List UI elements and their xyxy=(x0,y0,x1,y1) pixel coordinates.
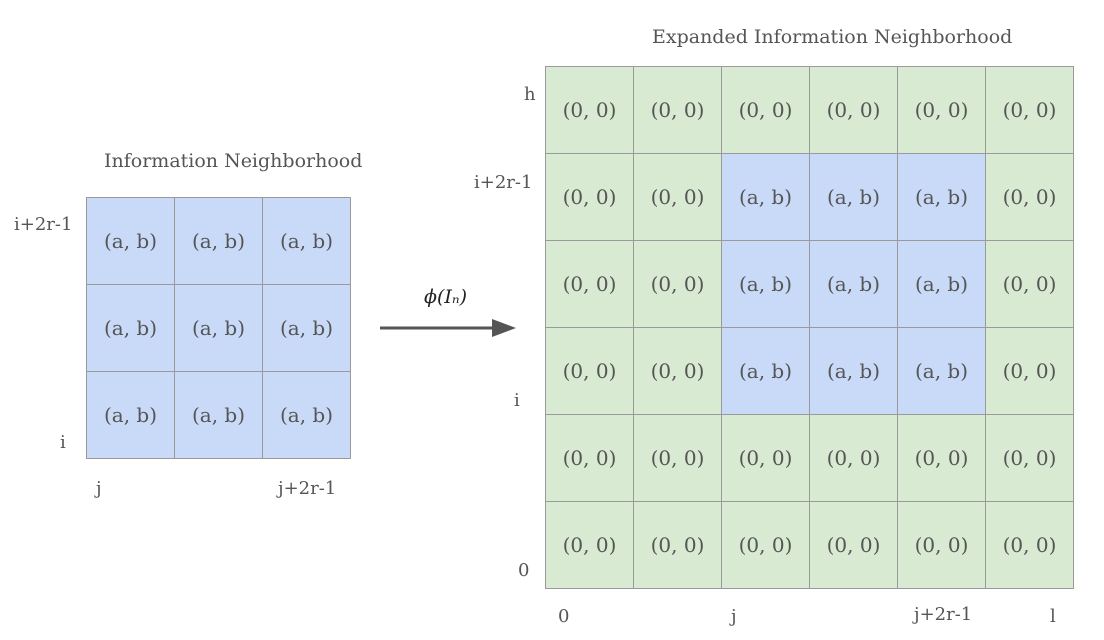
right-cell: (0, 0) xyxy=(986,415,1074,502)
left-cell: (a, b) xyxy=(87,372,175,459)
right-row-label-i: i xyxy=(514,390,520,411)
right-col-label-j: j xyxy=(731,606,737,627)
right-col-label-j-end: j+2r-1 xyxy=(914,604,973,625)
right-cell: (0, 0) xyxy=(546,241,634,328)
right-cell: (a, b) xyxy=(810,241,898,328)
right-cell: (0, 0) xyxy=(546,67,634,154)
right-cell: (0, 0) xyxy=(898,502,986,589)
left-cell: (a, b) xyxy=(263,285,351,372)
right-cell: (0, 0) xyxy=(986,67,1074,154)
right-cell: (0, 0) xyxy=(810,502,898,589)
information-neighborhood-grid: (a, b)(a, b)(a, b)(a, b)(a, b)(a, b)(a, … xyxy=(86,197,351,459)
right-cell: (0, 0) xyxy=(810,67,898,154)
right-cell: (0, 0) xyxy=(634,415,722,502)
right-cell: (0, 0) xyxy=(722,67,810,154)
left-cell: (a, b) xyxy=(263,198,351,285)
right-cell: (0, 0) xyxy=(722,502,810,589)
left-cell: (a, b) xyxy=(87,285,175,372)
left-cell: (a, b) xyxy=(87,198,175,285)
left-cell: (a, b) xyxy=(263,372,351,459)
right-title: Expanded Information Neighborhood xyxy=(652,26,1013,48)
right-cell: (a, b) xyxy=(722,241,810,328)
right-cell: (0, 0) xyxy=(810,415,898,502)
right-cell: (a, b) xyxy=(898,241,986,328)
right-cell: (0, 0) xyxy=(986,154,1074,241)
left-row-label-top: i+2r-1 xyxy=(14,214,73,235)
right-cell: (0, 0) xyxy=(546,502,634,589)
right-row-label-zero: 0 xyxy=(518,560,530,581)
left-cell: (a, b) xyxy=(175,198,263,285)
left-row-label-bottom: i xyxy=(60,432,66,453)
left-cell: (a, b) xyxy=(175,285,263,372)
right-cell: (0, 0) xyxy=(986,502,1074,589)
left-col-label-right: j+2r-1 xyxy=(278,478,337,499)
expanded-neighborhood-grid: (0, 0)(0, 0)(0, 0)(0, 0)(0, 0)(0, 0)(0, … xyxy=(545,66,1074,589)
right-cell: (0, 0) xyxy=(634,241,722,328)
transform-arrow xyxy=(380,319,516,337)
right-cell: (a, b) xyxy=(810,328,898,415)
right-col-label-zero: 0 xyxy=(558,606,570,627)
right-cell: (0, 0) xyxy=(986,328,1074,415)
right-cell: (a, b) xyxy=(722,154,810,241)
phi-label: ϕ(Iₙ) xyxy=(424,286,467,308)
right-row-label-top: i+2r-1 xyxy=(474,172,533,193)
left-col-label-left: j xyxy=(96,478,102,499)
right-cell: (0, 0) xyxy=(546,415,634,502)
right-cell: (0, 0) xyxy=(634,67,722,154)
right-cell: (a, b) xyxy=(810,154,898,241)
right-cell: (0, 0) xyxy=(634,154,722,241)
right-row-label-h: h xyxy=(524,84,536,105)
right-cell: (0, 0) xyxy=(634,328,722,415)
right-cell: (a, b) xyxy=(898,328,986,415)
right-col-label-l: l xyxy=(1050,606,1056,627)
right-cell: (0, 0) xyxy=(722,415,810,502)
right-cell: (0, 0) xyxy=(898,415,986,502)
right-cell: (0, 0) xyxy=(546,154,634,241)
right-cell: (0, 0) xyxy=(546,328,634,415)
right-cell: (0, 0) xyxy=(634,502,722,589)
left-cell: (a, b) xyxy=(175,372,263,459)
right-cell: (a, b) xyxy=(722,328,810,415)
right-cell: (a, b) xyxy=(898,154,986,241)
right-cell: (0, 0) xyxy=(898,67,986,154)
right-cell: (0, 0) xyxy=(986,241,1074,328)
left-title: Information Neighborhood xyxy=(104,150,363,172)
arrow-head xyxy=(492,319,516,337)
